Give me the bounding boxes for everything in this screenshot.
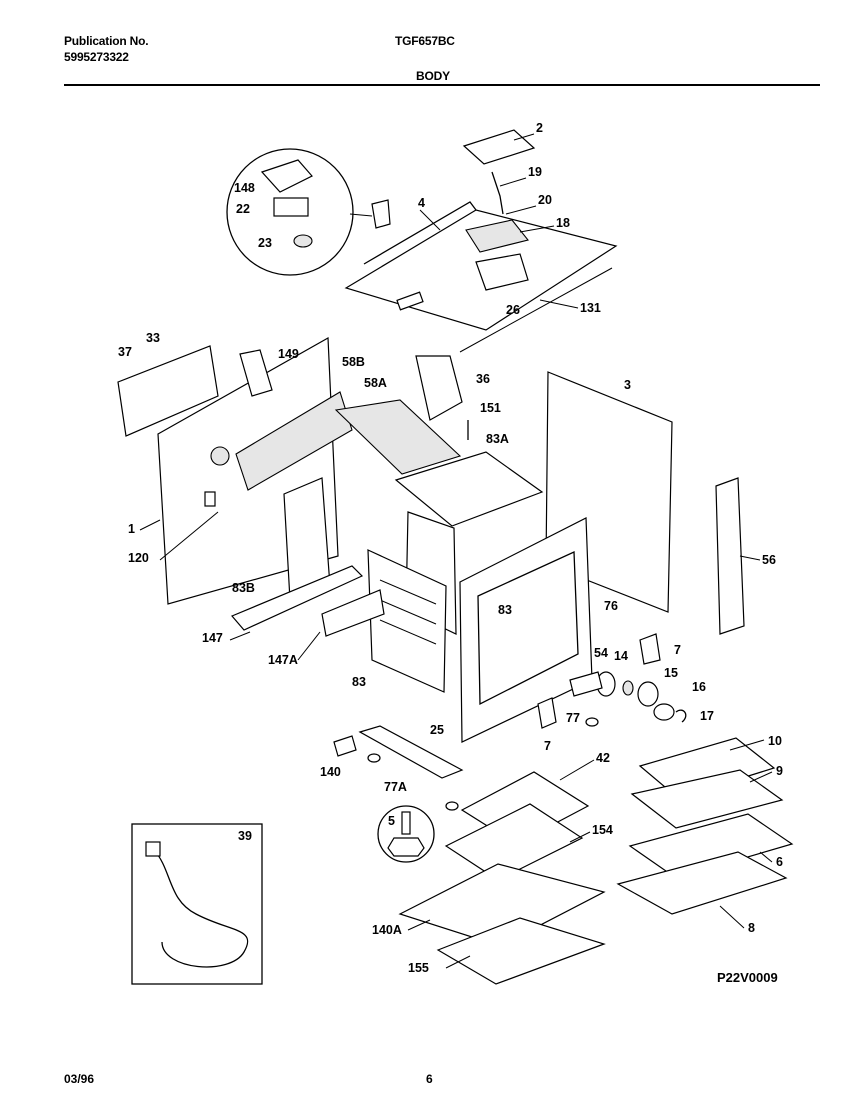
callout-8: 8 [748, 921, 755, 935]
callout-147: 147 [202, 631, 223, 645]
callout-20: 20 [538, 193, 552, 207]
callout-1: 1 [128, 522, 135, 536]
trim-strip-part [715, 477, 745, 635]
callout-3: 3 [624, 378, 631, 392]
callout-2: 2 [536, 121, 543, 135]
callout-4: 4 [418, 196, 425, 210]
header-rule [64, 84, 820, 86]
insulation-part [235, 349, 462, 491]
callout-33: 33 [146, 331, 160, 345]
bottom-rails-part [231, 565, 385, 637]
front-frame-part [367, 517, 593, 743]
callout-10: 10 [768, 734, 782, 748]
callout-58a: 58A [364, 376, 387, 390]
model-number: TGF657BC [395, 34, 455, 48]
callout-36: 36 [476, 372, 490, 386]
publication-number: 5995273322 [64, 50, 129, 64]
detail-circle-leveler [377, 805, 435, 863]
callout-14: 14 [614, 649, 628, 663]
callout-26: 26 [506, 303, 520, 317]
callout-140a: 140A [372, 923, 402, 937]
callout-83-upper: 83 [498, 603, 512, 617]
callout-83a: 83A [486, 432, 509, 446]
callout-22: 22 [236, 202, 250, 216]
publication-label: Publication No. [64, 34, 149, 48]
callout-131: 131 [580, 301, 601, 315]
callout-39: 39 [238, 829, 252, 843]
callout-149: 149 [278, 347, 299, 361]
callout-17: 17 [700, 709, 714, 723]
callout-83-lower: 83 [352, 675, 366, 689]
callout-19: 19 [528, 165, 542, 179]
callout-151: 151 [480, 401, 501, 415]
callout-7-upper: 7 [674, 643, 681, 657]
callout-7-lower: 7 [544, 739, 551, 753]
top-panel-part [462, 129, 536, 215]
callout-58b: 58B [342, 355, 365, 369]
callout-18: 18 [556, 216, 570, 230]
callout-83b: 83B [232, 581, 255, 595]
callout-76: 76 [604, 599, 618, 613]
callout-54: 54 [594, 646, 608, 660]
callout-6: 6 [776, 855, 783, 869]
callout-37: 37 [118, 345, 132, 359]
callout-5: 5 [388, 814, 395, 828]
callout-148: 148 [234, 181, 255, 195]
callout-25: 25 [430, 723, 444, 737]
section-title: BODY [416, 69, 450, 83]
callout-77a: 77A [384, 780, 407, 794]
oven-racks-part [616, 737, 794, 915]
callout-154: 154 [592, 823, 613, 837]
valve-assembly-part [537, 633, 687, 729]
page-number: 6 [426, 1072, 433, 1086]
callout-147a: 147A [268, 653, 298, 667]
detail-circle-hinge [226, 148, 391, 276]
callout-15: 15 [664, 666, 678, 680]
callout-56: 56 [762, 553, 776, 567]
figure-code: P22V0009 [717, 970, 778, 985]
callout-9: 9 [776, 764, 783, 778]
burner-box-top-part [344, 201, 618, 353]
lower-brackets-part [333, 725, 464, 811]
footer-date: 03/96 [64, 1072, 95, 1086]
leader-lines [139, 133, 773, 969]
callout-42: 42 [596, 751, 610, 765]
callout-23: 23 [258, 236, 272, 250]
detail-box-power-cord [131, 823, 263, 985]
broiler-drawer-part [398, 771, 606, 985]
callout-16: 16 [692, 680, 706, 694]
callout-77: 77 [566, 711, 580, 725]
callout-155: 155 [408, 961, 429, 975]
callout-140: 140 [320, 765, 341, 779]
callout-120: 120 [128, 551, 149, 565]
vent-duct-part [415, 355, 469, 440]
